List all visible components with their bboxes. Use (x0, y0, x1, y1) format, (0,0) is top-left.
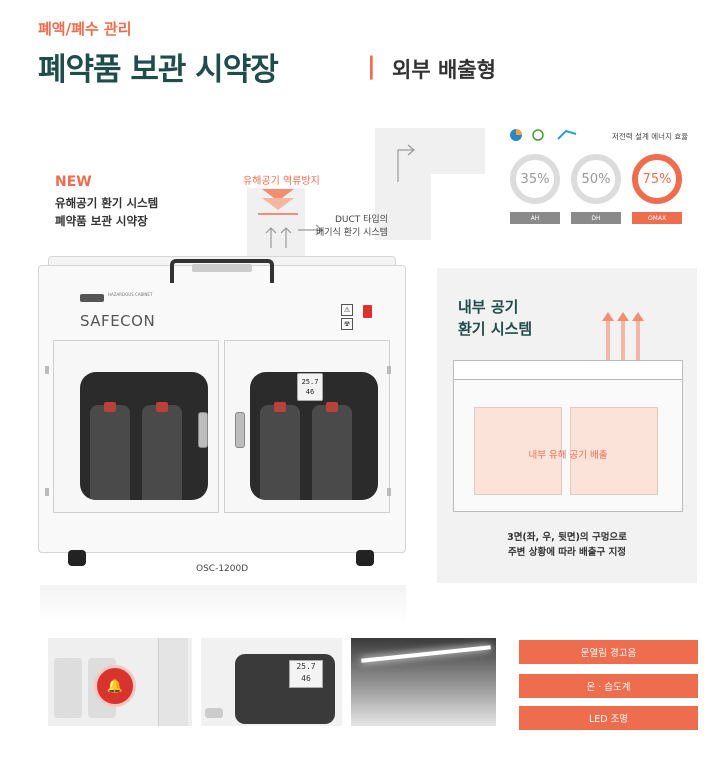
exhaust-arrow-icon (632, 312, 644, 366)
brand-small-text: HAZARDOUS CABINET (108, 292, 153, 297)
inner-title-line-2: 환기 시스템 (458, 320, 533, 338)
inner-desc-line-1: 3면(좌, 우, 뒷면)의 구멍으로 (507, 532, 627, 543)
brand-name: SAFECON (80, 312, 156, 330)
caster-wheel (68, 550, 86, 566)
inner-box-label: 내부 유해 공기 배출 (528, 450, 608, 461)
thermo-closeup-temp: 25.7 (296, 662, 316, 671)
inner-door-left (474, 407, 562, 495)
page-subtitle: 외부 배출형 (392, 58, 496, 82)
duct-line-1: DUCT 타입의 (334, 215, 388, 225)
exhaust-arrow-icon (602, 312, 614, 366)
thermo-humidity: 46 (305, 388, 315, 396)
led-thumbnail (351, 638, 496, 726)
inner-description: 3면(좌, 우, 뒷면)의 구멍으로 주변 상황에 따라 배출구 지정 (440, 530, 694, 560)
duct-line-2: 배기식 환기 시스템 (316, 228, 388, 238)
bottle (142, 405, 182, 500)
right-door-handle (235, 412, 245, 448)
bottle-cap (104, 402, 116, 412)
thermo-thumbnail: 25.7 46 (201, 638, 342, 726)
backflow-label: 유해공기 역류방지 (243, 176, 320, 187)
bottle (90, 405, 130, 500)
hinge (45, 488, 49, 496)
warning-sign-icon: ⚠ (341, 304, 353, 316)
new-line-1: 유해공기 환기 시스템 (55, 196, 159, 210)
category-label: 폐액/폐수 관리 (38, 20, 132, 38)
feature-door-alarm: 문열림 경고음 (519, 640, 698, 664)
left-window (80, 372, 208, 500)
hazard-sign-icon: ☢ (341, 318, 353, 330)
duct-description: DUCT 타입의 배기식 환기 시스템 (316, 214, 388, 240)
new-badge: NEW (55, 174, 92, 190)
door-edge (158, 638, 188, 726)
feature-led-light: LED 조명 (519, 706, 698, 730)
gauge-label-omax: OMAX (632, 212, 682, 224)
floor-reflection (40, 585, 406, 625)
caster-wheel (356, 550, 374, 566)
new-description: 유해공기 환기 시스템 폐약품 보관 시약장 (55, 194, 158, 230)
thermo-temp: 25.7 (301, 378, 319, 386)
led-strip (361, 645, 491, 663)
left-door-handle (198, 412, 208, 448)
model-number: OSC-1200D (196, 564, 249, 574)
bottle-cap (326, 402, 338, 412)
exhaust-arrow-icon (617, 312, 629, 366)
gauge-label-dh: DH (571, 212, 621, 224)
gauge-label-ah: AH (510, 212, 560, 224)
latch (205, 708, 223, 718)
inner-door-right (570, 407, 658, 495)
hinge (387, 488, 391, 496)
gauge-ah: 35% (510, 154, 560, 204)
thermo-closeup: 25.7 46 (289, 660, 323, 688)
inner-desc-line-2: 주변 상황에 따라 배출구 지정 (507, 547, 627, 558)
efficiency-title: 저전력 설계 에너지 효율 (612, 132, 689, 141)
inner-title-line-1: 내부 공기 (458, 298, 519, 316)
bottle-cap (274, 402, 286, 412)
power-switch (363, 305, 372, 318)
page-title: 폐약품 보관 시약장 (38, 52, 279, 88)
bottle (260, 405, 300, 500)
feature-thermo-hygrometer: 온 · 습도계 (519, 674, 698, 698)
carry-handle (170, 259, 274, 283)
hinge (387, 366, 391, 374)
alarm-bell-icon: 🔔 (94, 665, 136, 707)
hinge (45, 366, 49, 374)
alarm-thumbnail (48, 638, 192, 726)
gauge-dh: 50% (571, 154, 621, 204)
gauge-omax: 75% (632, 154, 682, 204)
title-separator: | (367, 52, 376, 80)
cabinet-outline-top (453, 360, 683, 380)
inner-title: 내부 공기 환기 시스템 (458, 296, 532, 340)
bottle (54, 658, 82, 718)
bottle (312, 405, 352, 500)
brand-badge (80, 294, 104, 302)
thermo-closeup-hum: 46 (301, 674, 311, 683)
eco-logos-icon (510, 129, 577, 141)
thermo-hygrometer: 25.7 46 (297, 373, 323, 401)
handle-plate (192, 264, 252, 272)
duct-top (375, 128, 485, 174)
bottle-cap (156, 402, 168, 412)
new-line-2: 폐약품 보관 시약장 (55, 214, 148, 228)
